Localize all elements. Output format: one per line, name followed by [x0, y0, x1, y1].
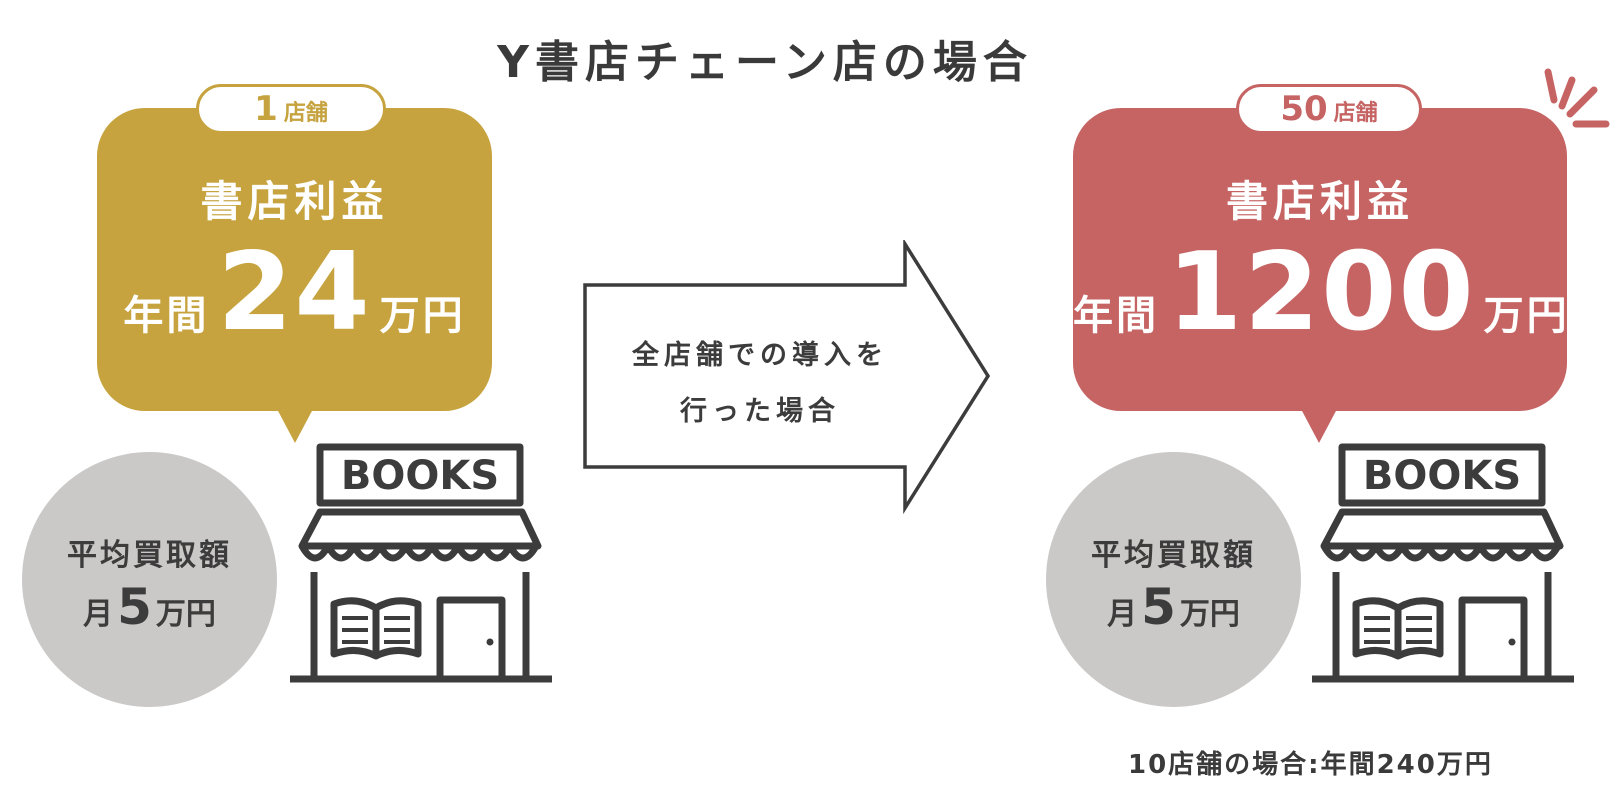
awning-scallops: [298, 542, 540, 562]
page-title: Y書店チェーン店の場合: [497, 37, 1033, 88]
store-sign-text: BOOKS: [1363, 453, 1521, 499]
book-lines: [1364, 616, 1432, 644]
circle-prefix: 月: [83, 597, 114, 632]
arrow-caption-line1: 全店舗での導入を: [632, 340, 888, 371]
open-book-window: [1352, 597, 1444, 660]
bookstore-icon: BOOKS: [1312, 443, 1574, 683]
amount-suffix: 万円: [1483, 293, 1570, 339]
store-awning: [1320, 508, 1564, 550]
awning-scallops: [1320, 542, 1562, 562]
amount-prefix: 年間: [123, 293, 210, 339]
badge-unit: 店舗: [283, 101, 328, 126]
bubble-tail: [1301, 409, 1337, 443]
circle-suffix: 万円: [155, 597, 216, 632]
store-door: [436, 596, 506, 683]
badge-number: 1: [254, 89, 278, 129]
store-sign-text: BOOKS: [341, 453, 499, 499]
amount-suffix: 万円: [379, 293, 466, 339]
bubble-label: 書店利益: [1225, 177, 1414, 226]
circle-suffix: 万円: [1179, 597, 1240, 632]
door-knob: [1508, 638, 1516, 646]
circle-prefix: 月: [1107, 597, 1138, 632]
amount-prefix: 年間: [1073, 293, 1159, 339]
amount-value: 1200: [1167, 230, 1476, 355]
store-awning: [298, 508, 542, 550]
store-door: [1458, 596, 1528, 683]
arrow-caption-line2: 行った場合: [680, 396, 840, 427]
ten-store-note: 10店舗の場合:年間240万円: [1128, 750, 1493, 780]
circle-value: 5: [1141, 578, 1176, 636]
badge-unit: 店舗: [1333, 101, 1378, 126]
right-arrow-icon: [583, 240, 991, 515]
bubble-tail: [277, 409, 313, 443]
store-sign-board: [1338, 443, 1546, 507]
bookstore-icon: BOOKS: [290, 443, 552, 683]
arrow-caption: 全店舗での導入を 行った場合: [600, 328, 920, 440]
circle-label: 平均買取額: [1091, 538, 1256, 573]
badge-number: 50: [1280, 89, 1328, 129]
open-book-window: [330, 597, 422, 660]
door-knob: [486, 638, 494, 646]
circle-value: 5: [117, 578, 152, 636]
bubble-label: 書店利益: [200, 177, 389, 226]
book-lines: [342, 616, 410, 644]
store-sign-board: [316, 443, 524, 507]
amount-value: 24: [217, 230, 372, 355]
emphasis-burst-icon: [1544, 68, 1610, 128]
circle-label: 平均買取額: [67, 538, 232, 573]
